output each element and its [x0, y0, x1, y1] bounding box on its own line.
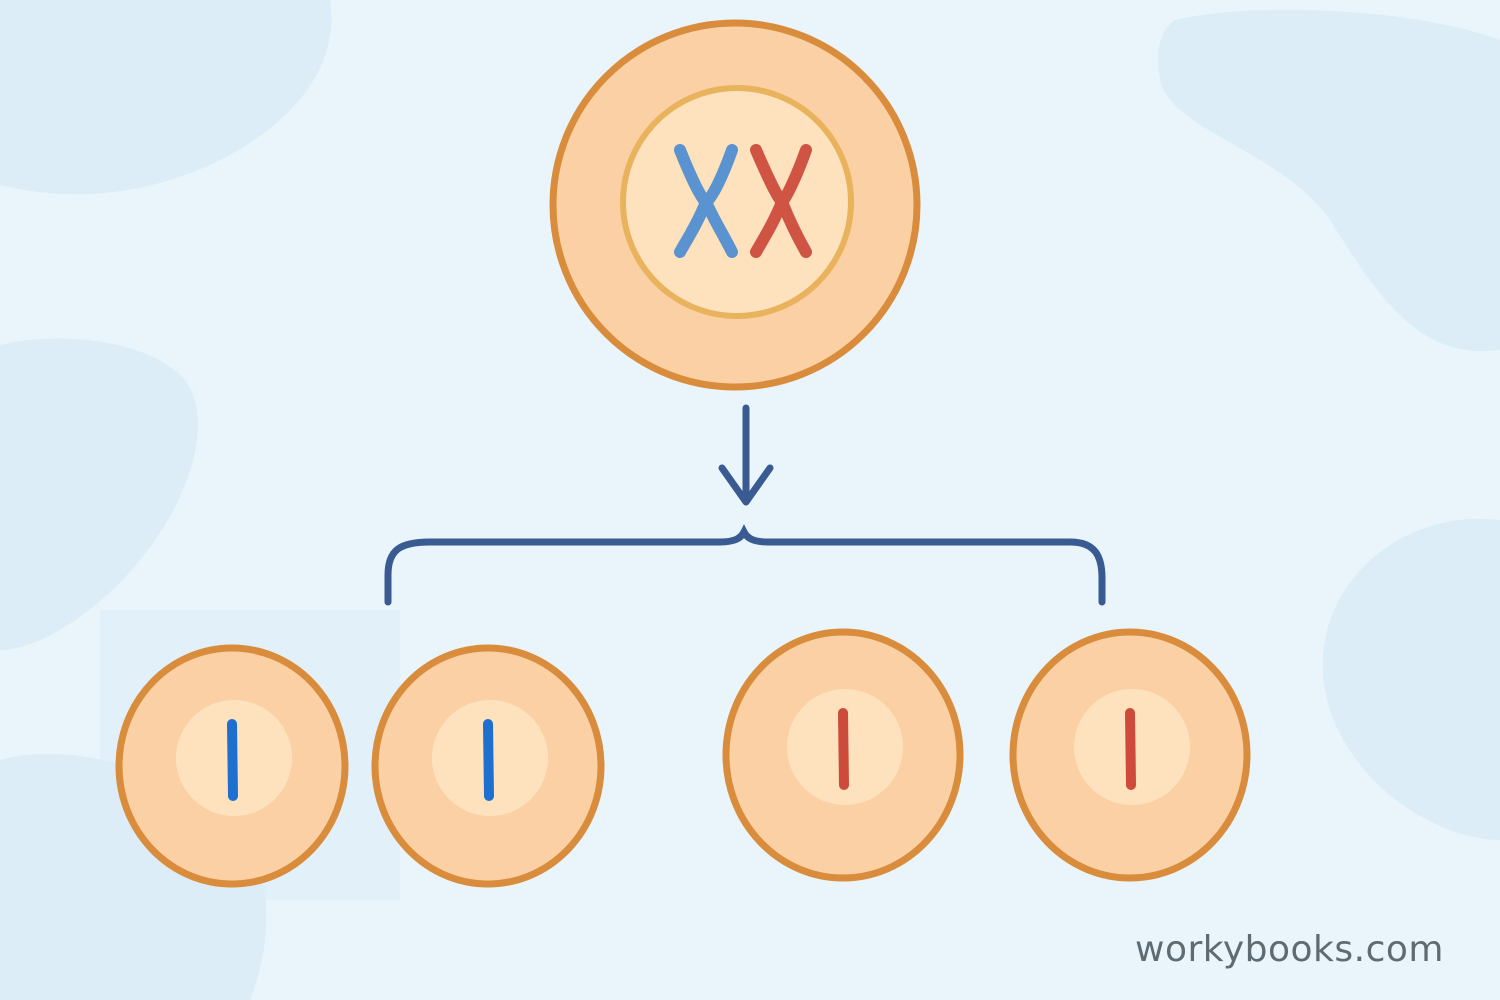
daughter-cell-2: [371, 644, 605, 888]
daughter-cell-1: [115, 644, 349, 888]
daughter-cell-3: [722, 628, 964, 882]
blue-chromosome: [227, 719, 238, 801]
background-blob: [0, 0, 332, 195]
down-arrow-icon: [718, 404, 774, 506]
blue-chromosome: [674, 144, 738, 258]
division-bracket: [384, 524, 1106, 606]
red-chromosome: [1125, 708, 1136, 790]
background-blob: [1322, 518, 1500, 840]
chromosome-pair: [674, 144, 812, 258]
red-chromosome: [750, 144, 812, 258]
daughter-cells: [115, 628, 1251, 888]
watermark: workybooks.com: [1135, 929, 1444, 970]
parent-cell: [549, 19, 921, 391]
daughter-cell-4: [1009, 628, 1251, 882]
parent-cell-nucleus: [620, 85, 854, 319]
blue-chromosome: [483, 719, 494, 801]
red-chromosome: [838, 708, 849, 790]
background-blob: [0, 338, 198, 650]
background-blob: [1158, 9, 1500, 352]
